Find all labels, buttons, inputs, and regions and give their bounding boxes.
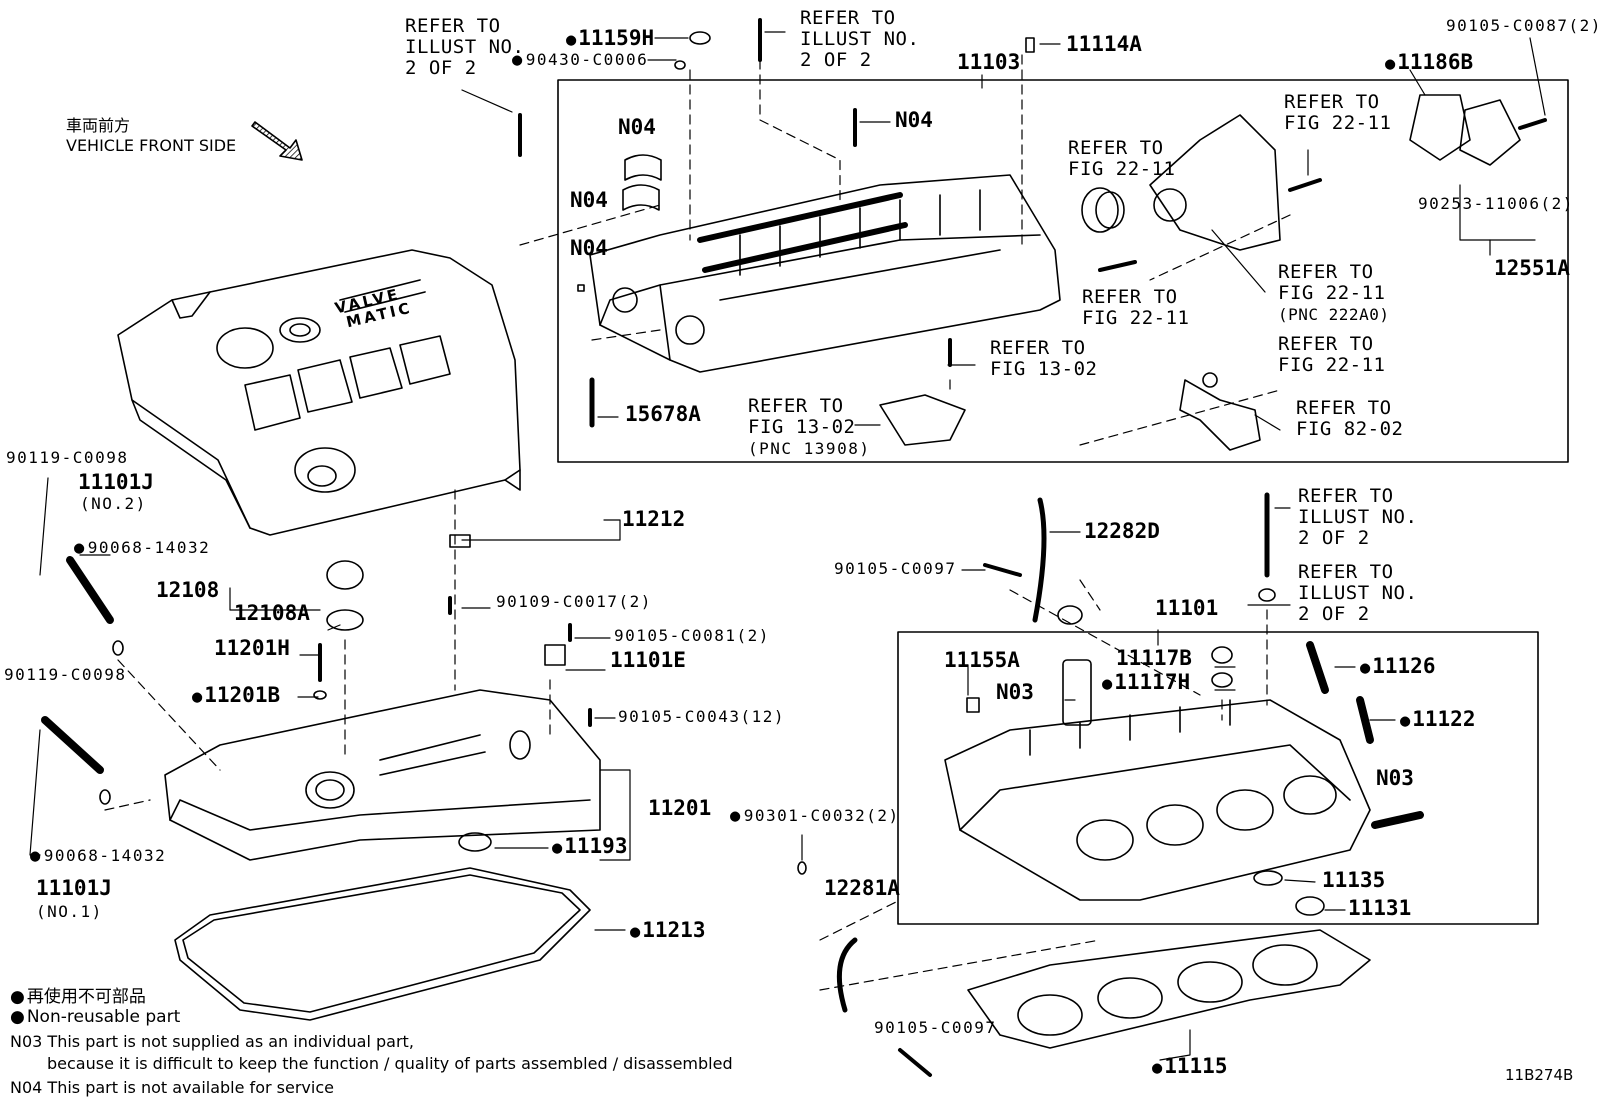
part-12108A[interactable]: 12108A bbox=[234, 601, 310, 625]
part-90105-C0081[interactable]: 90105-C0081(2) bbox=[614, 626, 770, 645]
part-11117H[interactable]: 11117H bbox=[1102, 672, 1190, 695]
n04-label-d: N04 bbox=[895, 108, 933, 132]
n04-label-a: N04 bbox=[618, 115, 656, 139]
refer-fig-82-02: REFER TO FIG 82-02 bbox=[1296, 397, 1404, 440]
part-90105-C0097-a[interactable]: 90105-C0097 bbox=[834, 559, 957, 578]
refer-fig-22-11-b: REFER TO FIG 22-11 bbox=[1068, 137, 1176, 180]
part-11186B[interactable]: 11186B bbox=[1385, 52, 1473, 75]
refer-fig-13-02-a: REFER TO FIG 13-02 bbox=[990, 337, 1098, 380]
legend-n04-line: N04 This part is not available for servi… bbox=[10, 1078, 334, 1097]
part-90068-14032-a[interactable]: 90068-14032 bbox=[74, 538, 210, 558]
vehicle-front-label: VEHICLE FRONT SIDE bbox=[66, 136, 237, 155]
part-11131[interactable]: 11131 bbox=[1348, 896, 1412, 920]
part-11193[interactable]: 11193 bbox=[552, 836, 627, 859]
part-11101[interactable]: 11101 bbox=[1155, 596, 1219, 620]
part-90109-C0017[interactable]: 90109-C0017(2) bbox=[496, 592, 652, 611]
part-12282D[interactable]: 12282D bbox=[1084, 519, 1160, 543]
part-90253-11006[interactable]: 90253-11006(2) bbox=[1418, 194, 1574, 213]
part-90105-C0043[interactable]: 90105-C0043(12) bbox=[618, 707, 785, 726]
part-11122[interactable]: 11122 bbox=[1400, 709, 1475, 732]
vvt-actuator-drawing bbox=[1081, 114, 1281, 251]
head-cover-drawing bbox=[164, 689, 601, 861]
part-11101J-no2[interactable]: 11101J bbox=[78, 470, 154, 494]
part-90430-C0006[interactable]: 90430-C0006 bbox=[512, 50, 648, 70]
part-11101E[interactable]: 11101E bbox=[610, 648, 686, 672]
front-arrow-icon bbox=[251, 121, 303, 161]
part-11155A[interactable]: 11155A bbox=[944, 648, 1020, 672]
part-11101J-no1[interactable]: 11101J bbox=[36, 876, 112, 900]
part-90105-C0097-b[interactable]: 90105-C0097 bbox=[874, 1018, 997, 1037]
part-11135[interactable]: 11135 bbox=[1322, 868, 1386, 892]
part-11201[interactable]: 11201 bbox=[648, 796, 712, 820]
n03-label-a: N03 bbox=[996, 680, 1034, 704]
figure-id: 11B274B bbox=[1505, 1066, 1574, 1084]
legend-nonreusable-jp: 再使用不可部品 bbox=[10, 982, 146, 1007]
part-11213[interactable]: 11213 bbox=[630, 920, 705, 943]
n04-label-c: N04 bbox=[570, 236, 608, 260]
part-11114A[interactable]: 11114A bbox=[1066, 32, 1142, 56]
refer-fig-22-11-d: REFER TO FIG 22-11 (PNC 222A0) bbox=[1278, 261, 1390, 325]
part-12281A[interactable]: 12281A bbox=[824, 876, 900, 900]
legend-n03-line1: N03 This part is not supplied as an indi… bbox=[10, 1032, 414, 1051]
part-11212[interactable]: 11212 bbox=[622, 507, 686, 531]
refer-illust-right-1: REFER TO ILLUST NO. 2 OF 2 bbox=[1298, 485, 1418, 549]
engine-cover-drawing bbox=[117, 249, 521, 536]
part-11201H[interactable]: 11201H bbox=[214, 636, 290, 660]
part-11126[interactable]: 11126 bbox=[1360, 656, 1435, 679]
head-cover-gasket-drawing bbox=[174, 867, 591, 1021]
refer-fig-22-11-e: REFER TO FIG 22-11 bbox=[1278, 333, 1386, 376]
refer-illust-right-2: REFER TO ILLUST NO. 2 OF 2 bbox=[1298, 561, 1418, 625]
part-12108[interactable]: 12108 bbox=[156, 578, 220, 602]
cylinder-head-drawing bbox=[944, 699, 1371, 901]
cylinder-head-frame bbox=[897, 631, 1539, 925]
part-15678A[interactable]: 15678A bbox=[625, 402, 701, 426]
no2-label: (NO.2) bbox=[80, 494, 147, 513]
part-90301-C0032[interactable]: 90301-C0032(2) bbox=[730, 806, 900, 826]
refer-fig-22-11-c: REFER TO FIG 22-11 bbox=[1082, 286, 1190, 329]
refer-label-top-left: REFER TO ILLUST NO. 2 OF 2 bbox=[405, 15, 525, 79]
part-90119-C0098-a[interactable]: 90119-C0098 bbox=[6, 448, 129, 467]
part-90119-C0098-b[interactable]: 90119-C0098 bbox=[4, 665, 127, 684]
camshaft-housing-frame bbox=[557, 79, 1569, 463]
camshaft-housing-drawing bbox=[589, 174, 1061, 373]
legend-n03-line2: because it is difficult to keep the func… bbox=[47, 1054, 733, 1073]
part-90105-C0087[interactable]: 90105-C0087(2) bbox=[1446, 16, 1602, 35]
part-11159H[interactable]: 11159H bbox=[566, 28, 654, 51]
refer-fig-22-11-a: REFER TO FIG 22-11 bbox=[1284, 91, 1392, 134]
part-11115[interactable]: 11115 bbox=[1152, 1056, 1227, 1079]
small-parts bbox=[41, 18, 1547, 1077]
part-11201B[interactable]: 11201B bbox=[192, 685, 280, 708]
refer-fig-13-02-b: REFER TO FIG 13-02 (PNC 13908) bbox=[748, 395, 871, 459]
vehicle-front-label-jp: 車両前方 bbox=[66, 116, 131, 135]
part-11103[interactable]: 11103 bbox=[957, 50, 1021, 74]
part-90068-14032-b[interactable]: 90068-14032 bbox=[30, 846, 166, 866]
legend-nonreusable-en: Non-reusable part bbox=[10, 1007, 180, 1027]
refer-label-top-center: REFER TO ILLUST NO. 2 OF 2 bbox=[800, 7, 920, 71]
no1-label: (NO.1) bbox=[36, 902, 103, 921]
part-12551A[interactable]: 12551A bbox=[1494, 256, 1570, 280]
n04-label-b: N04 bbox=[570, 188, 608, 212]
n03-label-b: N03 bbox=[1376, 766, 1414, 790]
cylinder-head-gasket-drawing bbox=[967, 929, 1371, 1049]
part-11117B[interactable]: 11117B bbox=[1116, 646, 1192, 670]
